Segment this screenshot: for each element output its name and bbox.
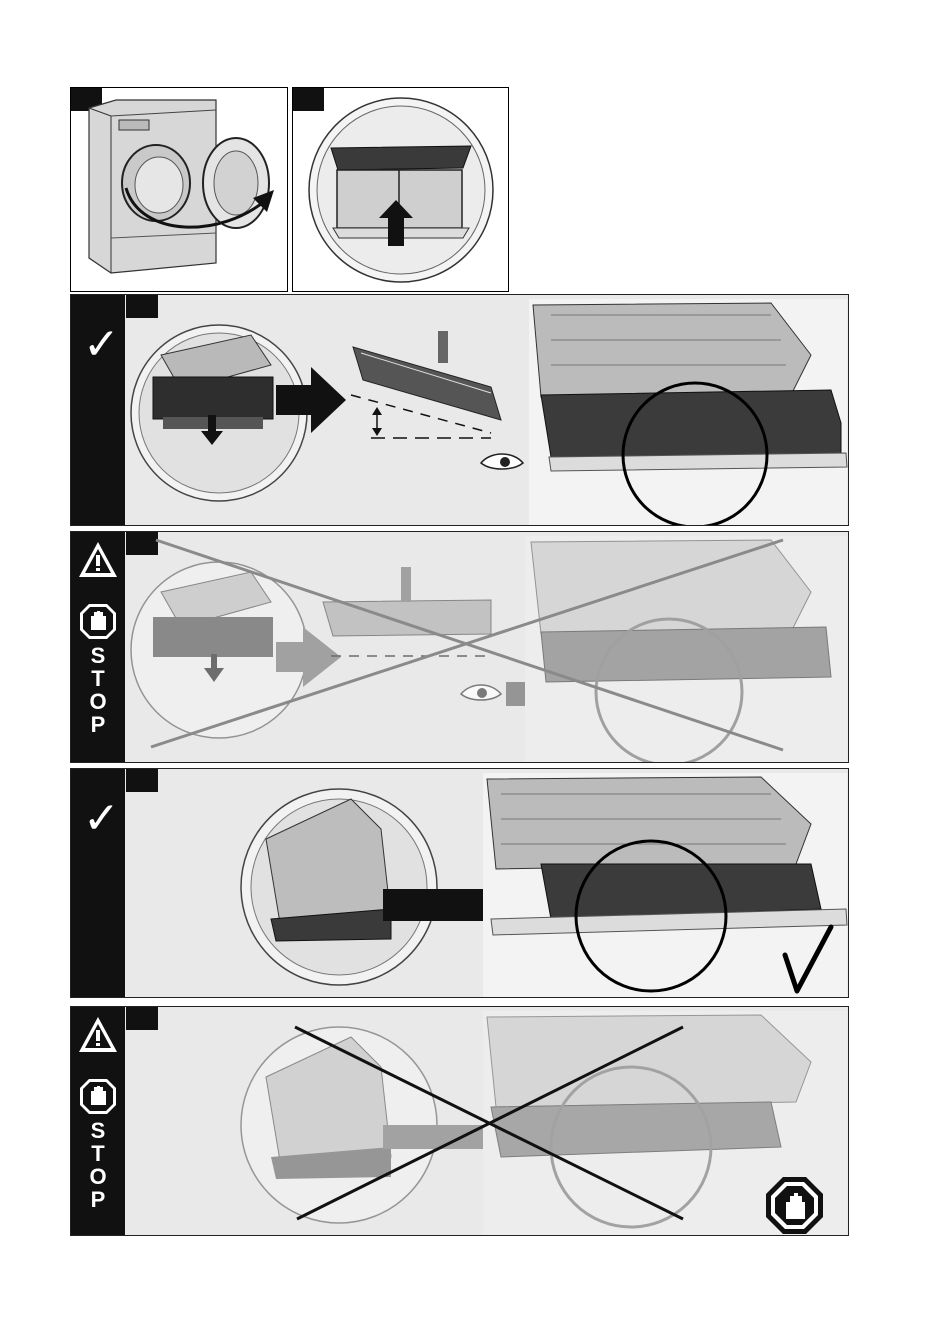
- dryer-door-open-illustration: [71, 88, 288, 292]
- step-2-frame: [292, 87, 509, 292]
- cross-out-lines: [71, 1007, 849, 1236]
- step-4-panel: S T O P: [70, 531, 849, 763]
- step-3-panel: ✓: [70, 294, 849, 526]
- step-5-illustration: [71, 769, 849, 998]
- filter-lift-out-illustration: [293, 88, 509, 292]
- step-1-frame: [70, 87, 288, 292]
- step-3-illustration: [71, 295, 849, 526]
- step-5-panel: ✓: [70, 768, 849, 998]
- stop-sign-icon: [766, 1177, 823, 1234]
- cross-out-lines: [71, 532, 849, 763]
- step-6-panel: S T O P: [70, 1006, 849, 1236]
